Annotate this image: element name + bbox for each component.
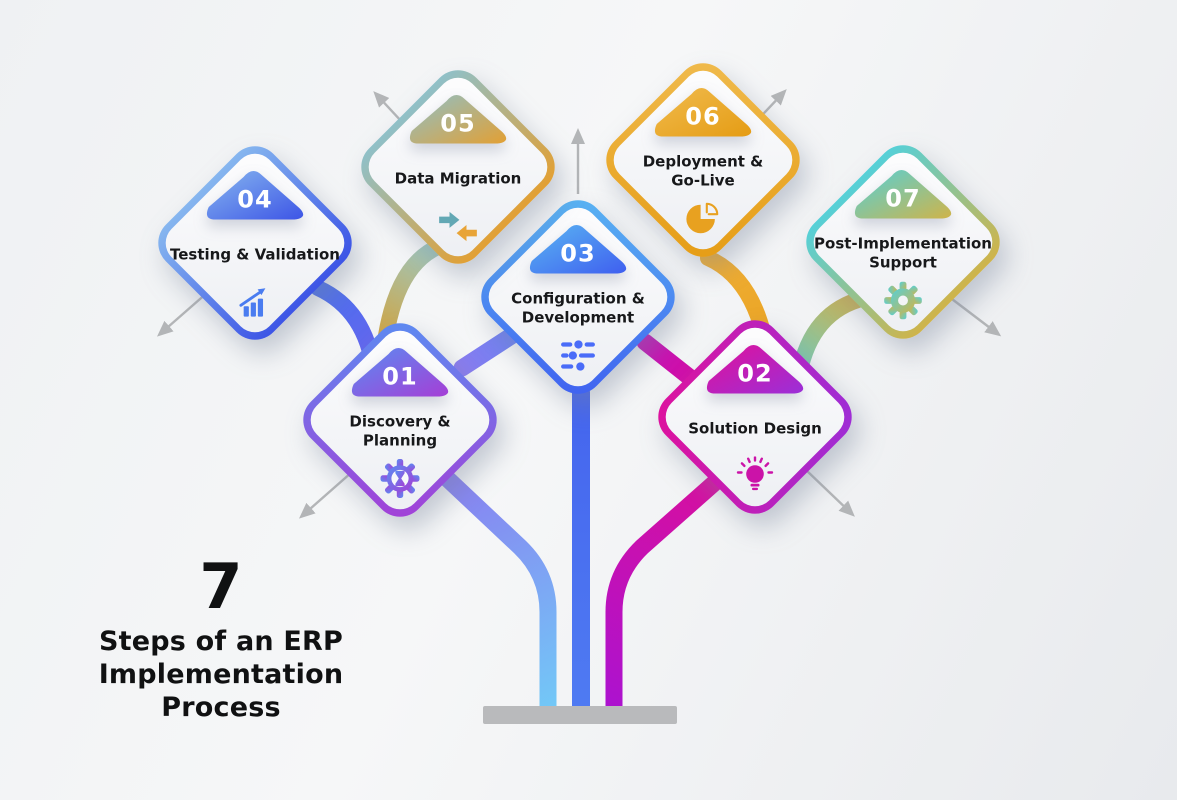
main-title-number: 7 (199, 550, 243, 623)
gear-hourglass-icon (378, 459, 422, 499)
direction-arrow-down-right-support (947, 295, 1002, 337)
step-title: Data Migration (394, 169, 522, 188)
direction-arrow-down-left-testing (156, 291, 209, 337)
step-title: Solution Design (688, 419, 822, 438)
step-number-badge: 05 (405, 89, 511, 149)
step-card-solution-design: 02 Solution Design (647, 309, 863, 525)
stem-right (605, 469, 729, 723)
step-card-testing: 04 Testing & Validation (147, 135, 363, 351)
transfer-arrows-icon (436, 206, 480, 246)
step-card-deployment: 06 Deployment &Go-Live (595, 52, 811, 268)
step-title: Deployment &Go-Live (642, 152, 764, 190)
step-number-badge: 02 (702, 339, 808, 399)
tree-base (483, 706, 677, 724)
step-number-badge: 03 (525, 219, 631, 279)
pie-chart-icon (681, 199, 725, 239)
lightbulb-icon (733, 456, 777, 496)
stem-left (427, 459, 557, 723)
gear-icon (881, 281, 925, 321)
step-card-configuration: 03 Configuration &Development (470, 189, 686, 405)
step-title: Configuration &Development (511, 289, 645, 327)
main-title: 7 Steps of an ERP Implementation Process (75, 556, 367, 725)
step-title: Discovery &Planning (349, 412, 451, 450)
step-card-discovery: 01 Discovery &Planning (292, 312, 508, 528)
step-number-badge: 04 (202, 165, 308, 225)
step-number-badge: 07 (850, 164, 956, 224)
step-card-data-migration: 05 Data Migration (350, 59, 566, 275)
growth-chart-icon (233, 282, 277, 322)
step-title: Testing & Validation (170, 245, 340, 264)
step-number-badge: 06 (650, 82, 756, 142)
main-title-text: Steps of an ERP Implementation Process (98, 626, 344, 723)
direction-arrow-down-left-discovery (298, 471, 353, 519)
step-number-badge: 01 (347, 342, 453, 402)
direction-arrow-down-right-solution (805, 469, 855, 517)
sliders-icon (556, 336, 600, 376)
